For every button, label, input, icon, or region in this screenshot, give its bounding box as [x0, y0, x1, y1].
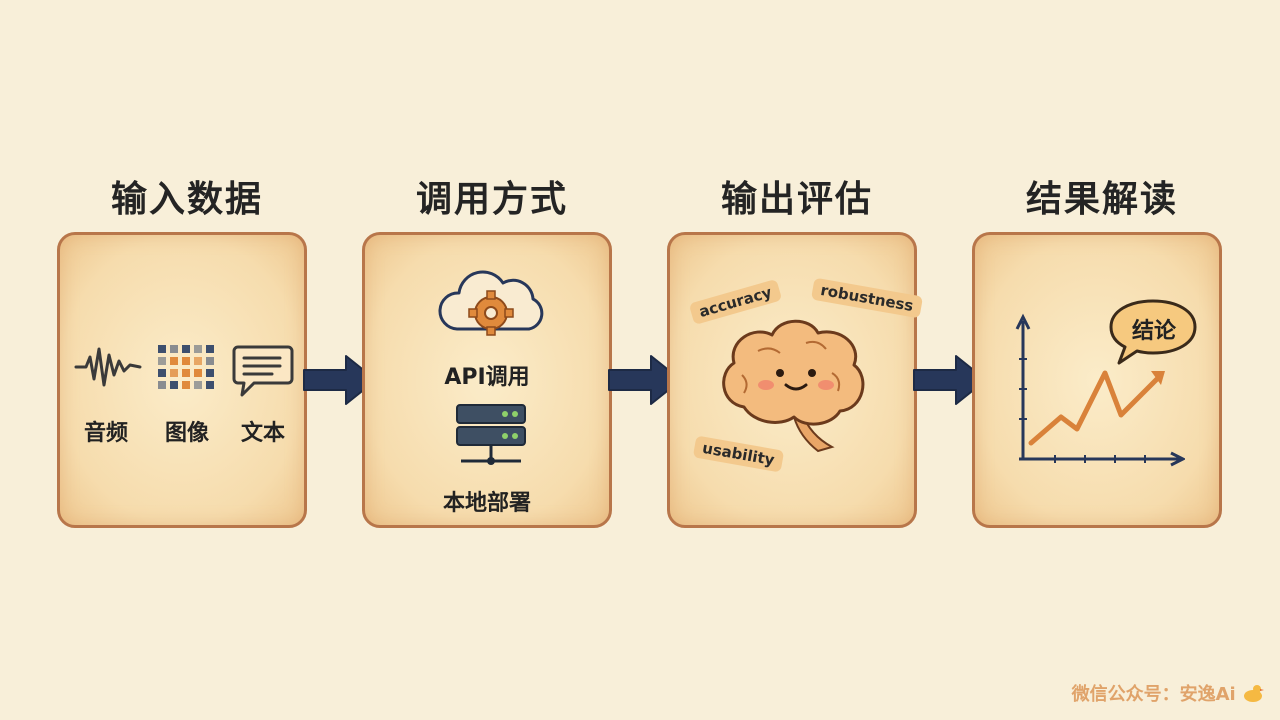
speech-bubble-icon [1109, 299, 1197, 365]
stage-title-invocation: 调用方式 [415, 179, 568, 220]
panel-input: 音频 图像 文本 [57, 232, 307, 528]
image-pixel-icon [158, 345, 214, 389]
stage-title-evaluation: 输出评估 [720, 179, 873, 220]
server-rack-icon [456, 404, 526, 465]
panel-invocation: API调用 本地部署 [362, 232, 612, 528]
stage-title-input: 输入数据 [110, 179, 263, 220]
cloud-gear-icon [438, 270, 544, 336]
stage-title-interpretation: 结果解读 [1025, 179, 1178, 220]
watermark: 微信公众号：安逸Ai [1072, 680, 1264, 706]
panel-interpretation: 结论 [972, 232, 1222, 528]
flow-arrow-3 [913, 355, 987, 405]
brain-face-icon [722, 319, 865, 453]
text-bubble-icon [232, 345, 294, 397]
item-local-deploy: 本地部署 [442, 491, 531, 516]
panel-evaluation: accuracy robustness usability [667, 232, 924, 528]
item-api-call: API调用 [444, 365, 530, 390]
item-image: 图像 [164, 421, 209, 446]
duck-icon [1244, 685, 1264, 702]
trend-chart-icon [1015, 313, 1185, 467]
flow-arrow-2 [608, 355, 682, 405]
item-text: 文本 [240, 421, 285, 446]
conclusion-label: 结论 [1131, 319, 1176, 344]
audio-wave-icon [74, 347, 142, 387]
item-audio: 音频 [83, 421, 128, 446]
flow-arrow-1 [303, 355, 377, 405]
watermark-text: 微信公众号：安逸Ai [1071, 684, 1236, 705]
